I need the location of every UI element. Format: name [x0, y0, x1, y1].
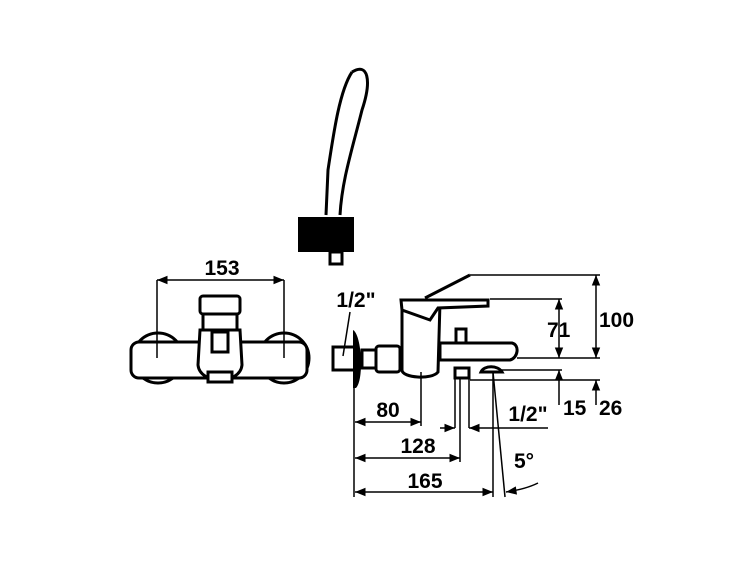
inlet-thread-label: 1/2" [336, 289, 375, 312]
dimension-label-165: 165 [407, 470, 442, 493]
angle-label: 5° [514, 450, 534, 473]
dimension-label-100: 100 [599, 309, 634, 332]
hand-shower [298, 67, 369, 266]
dimension-label-153: 153 [204, 257, 239, 280]
dimension-label-128: 128 [400, 435, 435, 458]
front-view: 153 [129, 257, 311, 385]
dimension-label-15: 15 [563, 397, 587, 420]
shower-bracket [298, 217, 354, 252]
dimension-label-71: 71 [547, 319, 571, 342]
outlet-thread-label: 1/2" [508, 403, 547, 426]
dimension-label-26: 26 [599, 397, 622, 420]
side-view: 100 71 15 26 80 128 165 1/2" 5° 1/2" [331, 273, 634, 498]
angle-arc [505, 482, 539, 495]
dimension-label-80: 80 [376, 399, 399, 422]
